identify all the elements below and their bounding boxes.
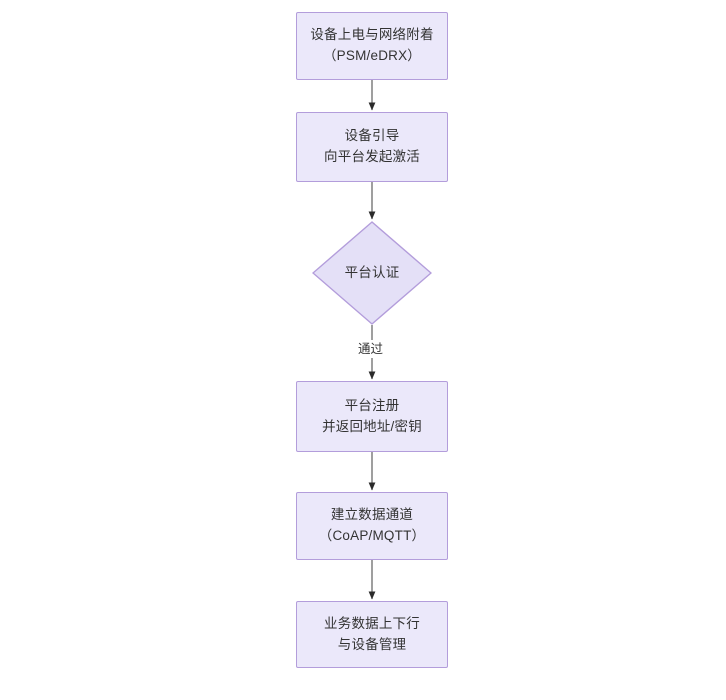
- node-establish-data-channel[interactable]: 建立数据通道 （CoAP/MQTT）: [296, 492, 448, 560]
- node-device-power-on[interactable]: 设备上电与网络附着 （PSM/eDRX）: [296, 12, 448, 80]
- node-label: 设备引导 向平台发起激活: [324, 128, 420, 164]
- node-business-data-and-device-management[interactable]: 业务数据上下行 与设备管理: [296, 601, 448, 668]
- diamond-shape: [312, 221, 432, 325]
- node-device-bootstrap[interactable]: 设备引导 向平台发起激活: [296, 112, 448, 182]
- node-label: 业务数据上下行 与设备管理: [324, 615, 420, 652]
- node-label: 设备上电与网络附着 （PSM/eDRX）: [310, 27, 434, 63]
- node-platform-registration[interactable]: 平台注册 并返回地址/密钥: [296, 381, 448, 452]
- node-label: 平台认证: [344, 264, 400, 280]
- edge-label-pass: 通过: [355, 340, 387, 359]
- node-platform-authentication[interactable]: 平台认证: [312, 221, 432, 325]
- node-label: 建立数据通道 （CoAP/MQTT）: [318, 507, 426, 543]
- node-label: 平台注册 并返回地址/密钥: [322, 397, 422, 434]
